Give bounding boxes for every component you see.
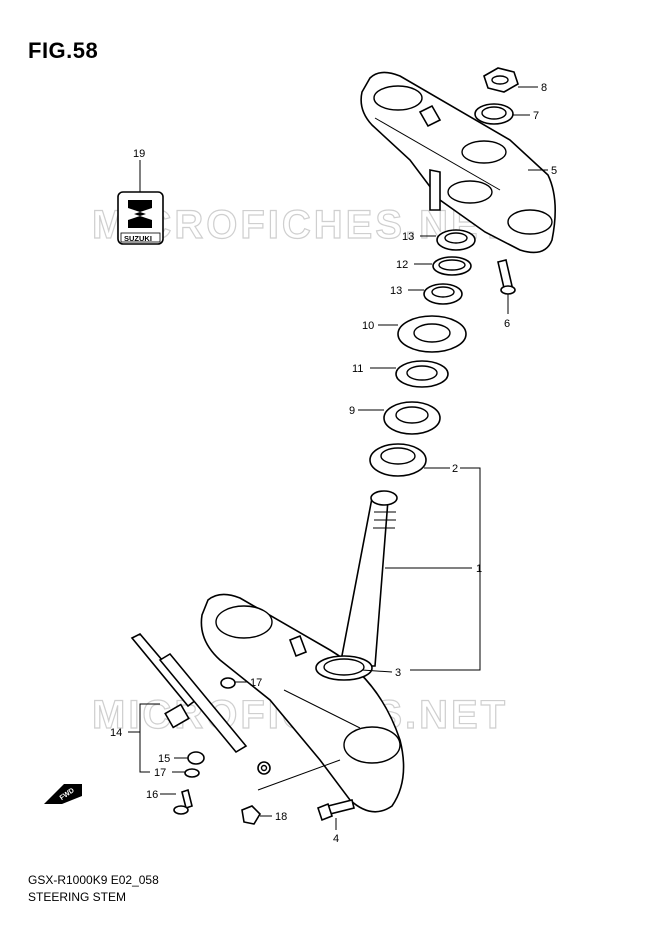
- lock-washer: [432, 256, 472, 276]
- callout-15: 15: [158, 753, 170, 765]
- callout-7: 7: [533, 110, 539, 122]
- callout-6: 6: [504, 318, 510, 330]
- damper-bolt: [173, 788, 193, 815]
- section-title: STEERING STEM: [28, 890, 127, 904]
- callout-11: 11: [352, 363, 363, 375]
- damper-nut: [241, 805, 262, 825]
- lock-nut-upper: [436, 229, 476, 251]
- dust-seal: [397, 315, 467, 353]
- callout-9: 9: [349, 405, 355, 417]
- bolt-6: [497, 259, 516, 295]
- callout-18: 18: [275, 811, 287, 823]
- forward-direction-marker: FWD: [44, 784, 82, 804]
- callout-10: 10: [362, 320, 374, 332]
- steering-damper: [130, 633, 271, 775]
- callout-3: 3: [395, 667, 401, 679]
- figure-title: FIG.58: [28, 38, 99, 63]
- callout-13-upper: 13: [402, 231, 414, 243]
- steering-stem-lower-bracket: [200, 490, 405, 813]
- bolt-4: [317, 799, 355, 822]
- callout-17-upper: 17: [250, 677, 262, 689]
- lock-nut-lower: [423, 283, 463, 305]
- callout-13-lower: 13: [390, 285, 402, 297]
- upper-bracket: [360, 71, 556, 254]
- callout-4: 4: [333, 833, 339, 845]
- washer-11: [395, 360, 449, 388]
- callout-16: 16: [146, 789, 158, 801]
- leader-lines: [128, 86, 548, 830]
- callout-1: 1: [476, 563, 482, 575]
- bearing-race: [383, 401, 441, 435]
- callout-5: 5: [551, 165, 557, 177]
- suzuki-emblem: SUZUKI: [117, 191, 164, 245]
- steering-bearing: [369, 443, 427, 477]
- callout-14: 14: [110, 727, 122, 739]
- callout-2: 2: [452, 463, 458, 475]
- damper-washer-upper: [220, 677, 236, 689]
- washer-7: [474, 103, 514, 125]
- damper-washer-lower: [184, 768, 200, 778]
- model-code: GSX-R1000K9 E02_058: [28, 873, 159, 887]
- callout-17-lower: 17: [154, 767, 166, 779]
- callout-19: 19: [133, 148, 145, 160]
- callout-8: 8: [541, 82, 547, 94]
- callout-12: 12: [396, 259, 408, 271]
- stem-nut: [483, 67, 519, 93]
- emblem-brand-text: SUZUKI: [124, 234, 152, 243]
- damper-bush: [187, 751, 205, 765]
